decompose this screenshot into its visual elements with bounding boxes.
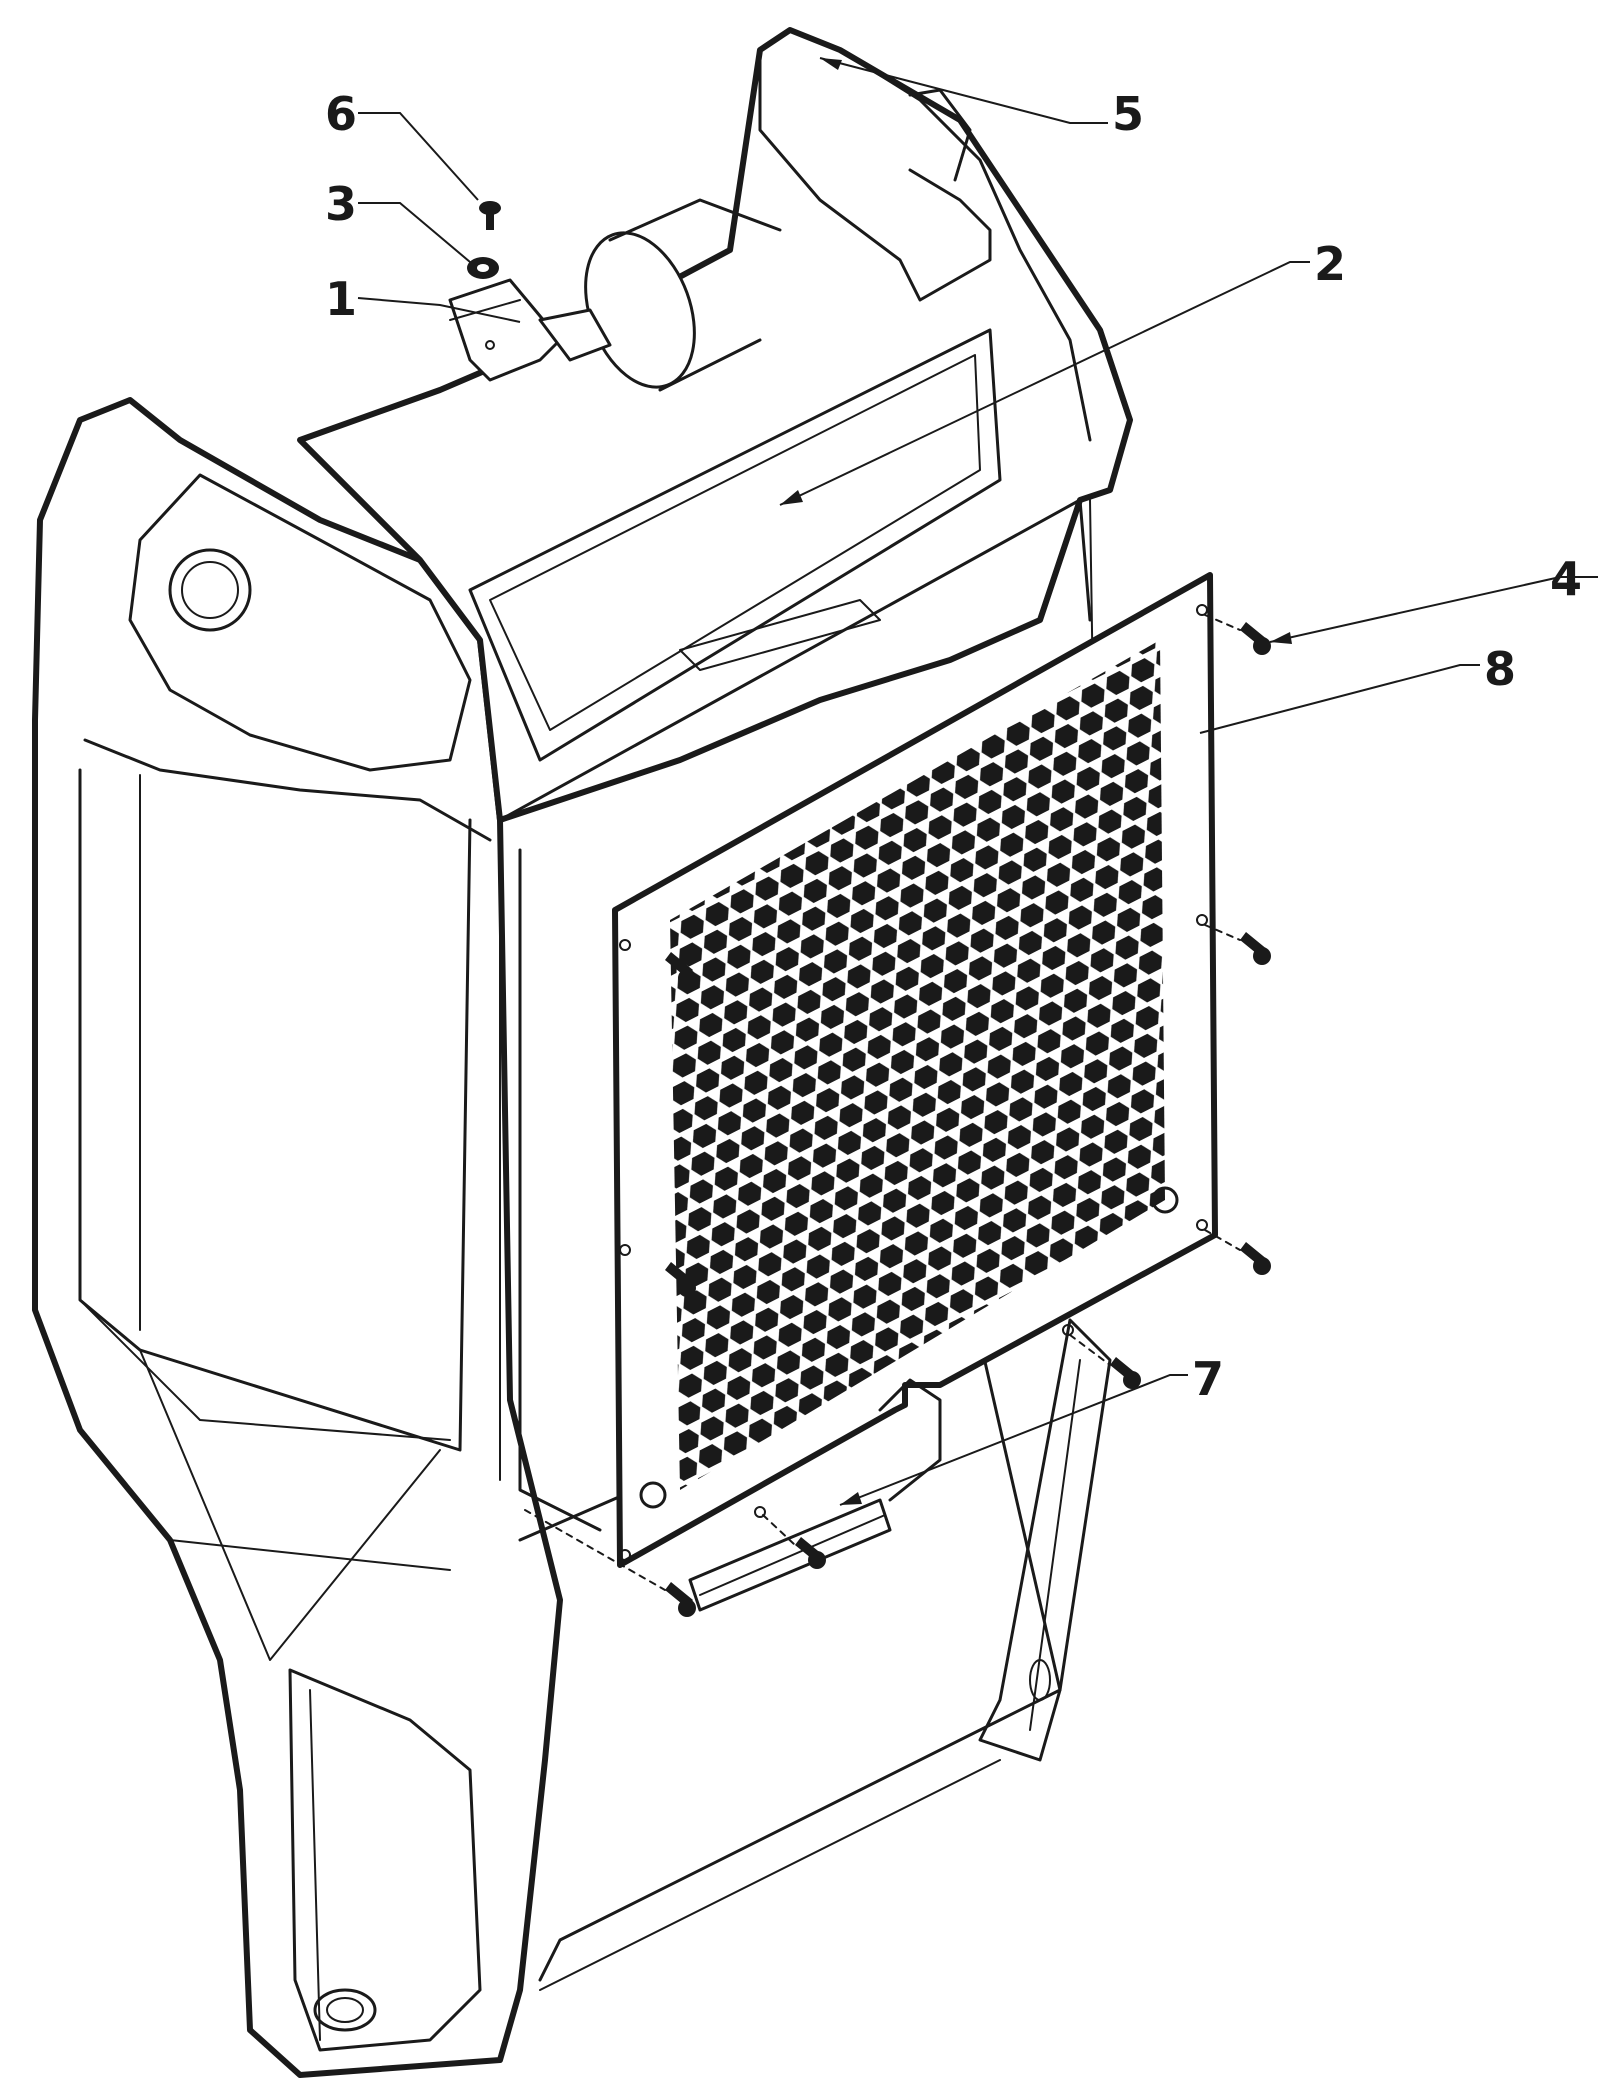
callout-2: 2 [1314, 237, 1346, 291]
left-shoulder-panel [83, 738, 492, 842]
hex-mesh-pattern [670, 640, 1165, 1490]
housing-left-side [32, 397, 563, 2078]
washer [467, 257, 499, 279]
drain-handle [688, 1498, 892, 1612]
leader-lines [357, 57, 1598, 1506]
screw-icon [1240, 932, 1271, 965]
callout-7: 7 [1192, 1352, 1224, 1406]
callout-1: 1 [325, 272, 357, 326]
right-leg [978, 1318, 1112, 1762]
screw-icon [665, 952, 696, 987]
callout-3: 3 [325, 177, 357, 231]
screw-icon [665, 1582, 696, 1617]
callout-8: 8 [1484, 642, 1516, 696]
callout-5: 5 [1112, 87, 1144, 141]
screws [524, 614, 1271, 1617]
screw-icon [1240, 622, 1271, 655]
bracket-plate [448, 278, 562, 382]
front-window [468, 328, 1002, 762]
top-screw-icon [479, 201, 501, 230]
housing-top [297, 27, 1133, 823]
screw-icon [795, 1537, 826, 1569]
screw-icon [1240, 1242, 1271, 1275]
screw-icon [665, 1262, 696, 1297]
housing [32, 27, 1133, 2078]
callout-4: 4 [1550, 552, 1582, 606]
mesh-grille [612, 572, 1218, 1568]
bottom-handle-recess [288, 1668, 482, 2052]
screw-icon [1110, 1357, 1141, 1389]
callout-labels: 6 3 1 5 2 4 8 7 [325, 87, 1582, 1406]
callout-6: 6 [325, 87, 357, 141]
